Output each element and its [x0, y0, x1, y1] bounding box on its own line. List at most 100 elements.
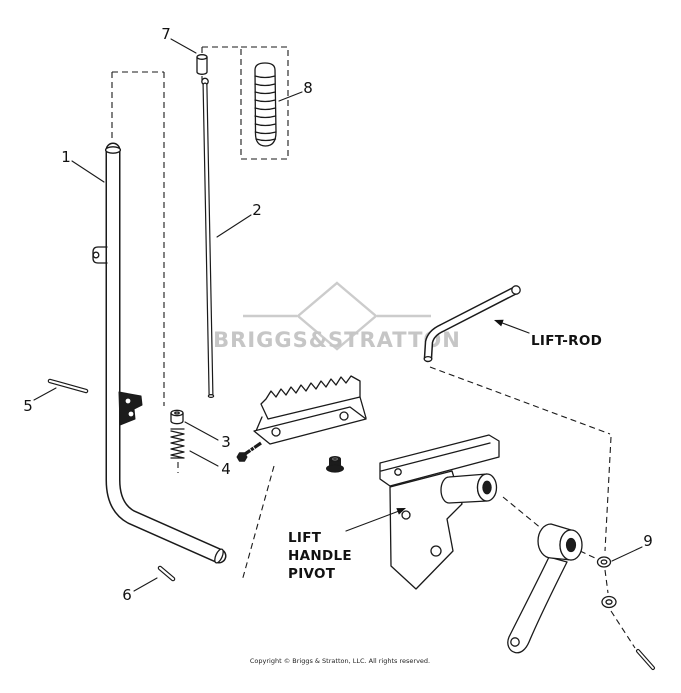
lift-rod-arrowhead-icon — [494, 319, 504, 327]
part-2-rod — [201, 77, 215, 399]
pin5-fill — [48, 379, 88, 393]
liftrod-open-end — [511, 285, 521, 295]
mounting-screw — [236, 441, 262, 462]
part-4-spring — [170, 428, 185, 459]
dashed-washer-a-to-b — [604, 569, 609, 594]
tube-top-cap — [104, 146, 122, 154]
handle-latch-plate — [118, 391, 143, 426]
serrated-quadrant-bracket — [253, 375, 367, 445]
rod-fill — [203, 83, 213, 397]
dashed-bracket-to-handle — [241, 465, 275, 582]
watermark-text: BRIGGS&STRATTON — [213, 328, 461, 352]
lift-rod-label-group: LIFT-ROD — [494, 319, 602, 349]
callout-6: 6 — [122, 586, 132, 604]
callout-numbers: 1 2 3 4 5 6 7 8 9 — [23, 25, 653, 604]
lift-rod-part — [423, 285, 521, 363]
tube-end-cap — [214, 548, 224, 564]
bracket-right-tab — [359, 396, 367, 419]
latch-hole-1 — [125, 398, 131, 404]
leader-8 — [278, 91, 303, 102]
liftrod-fill — [425, 287, 519, 361]
copyright-text: Copyright © Briggs & Stratton, LLC. All … — [250, 657, 430, 665]
flanged-nut — [326, 456, 344, 473]
screw-head — [236, 452, 248, 462]
base-plate-hole-right — [339, 411, 349, 421]
callout-2: 2 — [252, 201, 262, 219]
pivot-label-line3: PIVOT — [288, 566, 336, 582]
bracket-base-plate — [253, 406, 367, 445]
nut-top-face — [329, 456, 341, 462]
liftrod-tip — [423, 355, 433, 363]
washer-b — [601, 595, 617, 609]
pivot-arrow-line — [345, 510, 400, 532]
pivot-plate-hole-lower — [430, 545, 442, 557]
lift-rod-label: LIFT-ROD — [531, 333, 602, 349]
tube-clip — [92, 246, 108, 264]
callout-9: 9 — [643, 532, 653, 550]
briggs-stratton-watermark: BRIGGS&STRATTON — [213, 281, 461, 352]
grip-ridges — [254, 75, 277, 142]
pivot-arrowhead-icon — [396, 508, 406, 515]
leader-4 — [189, 450, 219, 467]
part-5-pin — [47, 378, 89, 394]
part-8-grip — [254, 62, 277, 147]
leader-9 — [611, 546, 643, 562]
spacer-body — [196, 57, 208, 75]
nut-bore — [174, 411, 180, 415]
watermark-diamond-icon — [296, 281, 378, 351]
pin6-fill — [158, 566, 175, 581]
assembly-dashed-lines — [111, 46, 636, 649]
dashed-liftrod-to-arm — [429, 366, 611, 435]
callout-3: 3 — [221, 433, 231, 451]
screw-thread-1 — [249, 448, 253, 453]
rod-tip — [207, 393, 215, 399]
callout-7: 7 — [161, 25, 171, 43]
screw-shaft — [244, 441, 262, 456]
part-7-spacer — [196, 54, 208, 75]
dashed-hub-to-washer-a — [579, 550, 596, 559]
washer-a — [596, 556, 612, 568]
part-6-pin — [157, 565, 176, 582]
pivot-bar-hole — [394, 468, 402, 476]
nut-top — [170, 409, 184, 417]
arm-body — [507, 556, 568, 654]
leader-6 — [133, 577, 158, 592]
leader-2 — [216, 214, 252, 238]
nut-flange — [326, 464, 344, 473]
dashed-washer-b-to-pin — [610, 610, 636, 649]
callout-8: 8 — [303, 79, 313, 97]
leader-7 — [170, 38, 197, 54]
leader-5 — [33, 387, 57, 401]
tube-outline — [105, 142, 227, 564]
tube-clip-hole — [92, 251, 100, 259]
nut-bore — [332, 457, 338, 461]
pivot-bushing-bore — [482, 480, 492, 495]
dashed-to-washer-a — [604, 436, 612, 552]
callout-1: 1 — [61, 148, 71, 166]
leader-1 — [71, 160, 105, 183]
part-1-lift-handle-tube — [92, 142, 227, 564]
part-9-pivot-arm — [507, 523, 655, 670]
callout-leaders — [33, 38, 643, 592]
leader-3 — [184, 421, 219, 441]
pivot-plate-hole-upper — [401, 510, 411, 520]
base-plate-hole-left — [271, 427, 281, 437]
dashed-box-grip — [240, 46, 289, 160]
pivot-bar-edge — [380, 442, 491, 472]
arm-eye-hole — [510, 637, 520, 647]
washer-b-hole — [605, 599, 613, 605]
tube-fill — [107, 144, 225, 562]
pivot-label-line1: LIFT — [288, 530, 322, 546]
washer-a-hole — [600, 559, 608, 565]
callout-5: 5 — [23, 397, 33, 415]
bracket-left-tab — [255, 416, 263, 432]
callout-4: 4 — [221, 460, 231, 478]
part-3-nut — [170, 409, 184, 425]
cotter-pin-fill — [637, 650, 654, 669]
dashed-bracket-to-hub — [502, 496, 543, 530]
spring-coils — [170, 428, 185, 459]
screw-thread-2 — [252, 445, 256, 450]
lift-handle-pivot-bracket — [379, 434, 500, 590]
